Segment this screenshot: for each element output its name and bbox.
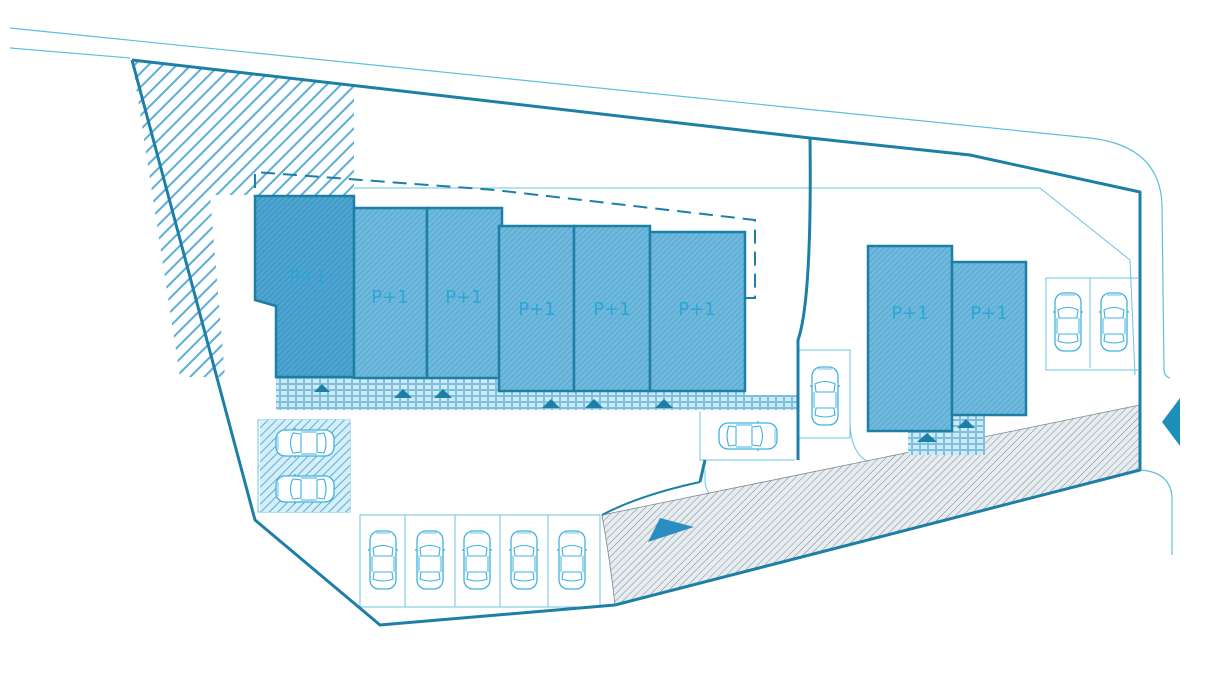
car-icon <box>508 530 540 590</box>
triangle-up-icon <box>314 384 330 392</box>
site-boundary <box>130 58 1142 627</box>
building-label-b3: P+1 <box>445 287 482 308</box>
building-label-b1: P+1 <box>289 267 326 288</box>
car-icon <box>275 473 335 505</box>
car-icon <box>809 366 841 426</box>
driveway <box>601 404 1141 606</box>
triangle-up-icon <box>542 399 560 408</box>
car-icon <box>556 530 588 590</box>
building-label-b5: P+1 <box>593 299 630 320</box>
triangle-left-icon <box>1162 398 1180 446</box>
triangle-up-icon <box>434 389 452 398</box>
car-icon <box>1098 292 1130 352</box>
building-b8 <box>950 260 1028 417</box>
car-icon <box>275 427 335 459</box>
triangle-up-icon <box>957 419 975 428</box>
building-label-b6: P+1 <box>678 299 715 320</box>
building-b3 <box>425 206 504 380</box>
triangle-up-icon <box>394 389 412 398</box>
car-icon <box>367 530 399 590</box>
building-b5 <box>572 224 652 393</box>
building-label-b8: P+1 <box>970 303 1007 324</box>
building-labels: P+1 P+1 P+1 P+1 P+1 P+1 P+1 P+1 <box>289 267 1007 324</box>
building-b7 <box>866 244 954 433</box>
door-markers <box>314 384 975 442</box>
building-label-b7: P+1 <box>891 303 928 324</box>
buildings <box>253 194 1028 433</box>
car-icon <box>461 530 493 590</box>
street-lines <box>9 27 1173 555</box>
building-b1 <box>253 194 356 379</box>
building-label-b2: P+1 <box>371 287 408 308</box>
car-icon <box>718 420 778 452</box>
dashed-footprint <box>254 170 756 299</box>
paver-walkway <box>276 378 798 410</box>
triangle-up-icon <box>585 399 603 408</box>
triangle-up-icon <box>917 433 937 442</box>
triangle-up-icon <box>655 399 673 408</box>
building-b2 <box>352 206 429 380</box>
building-label-b4: P+1 <box>518 299 555 320</box>
building-b6 <box>648 230 747 393</box>
triangle-right-icon <box>648 518 694 542</box>
building-b4 <box>497 224 576 393</box>
car-icon <box>1052 292 1084 352</box>
car-icon <box>414 530 446 590</box>
